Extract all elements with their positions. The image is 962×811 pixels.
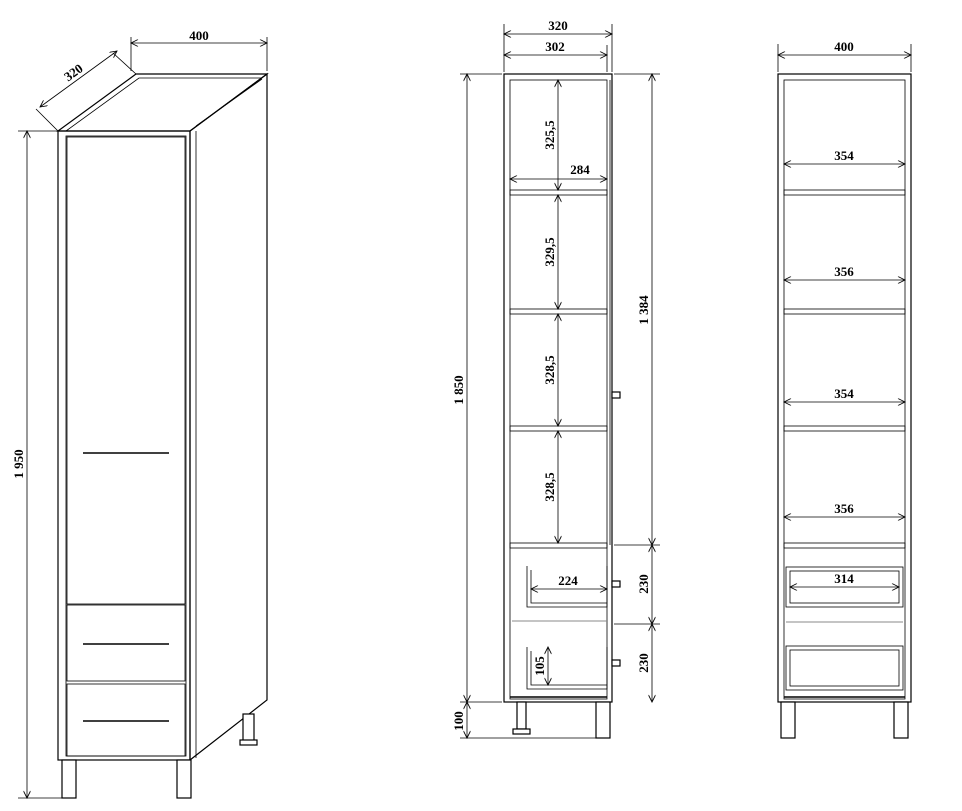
leg-back-right [242,713,255,743]
section-leg-front [516,701,527,730]
front-shelf-width-4-label: 356 [834,501,854,516]
section-shelf-4 [509,542,608,549]
cabinet-top-face [56,73,269,132]
cabinet-front-face [57,130,191,761]
section-leg-back [595,701,611,739]
section-door-handle [611,391,621,399]
section-shelf-3 [509,425,608,432]
front-shelf-width-2-label: 356 [834,264,854,279]
section-carcass-outer [503,73,613,703]
section-inner-width-label: 302 [545,39,565,54]
iso-depth-label: 320 [61,61,86,85]
section-drawer-depth-label: 224 [558,573,578,588]
section-shelf-height-2-label: 329,5 [542,237,557,267]
front-shelf-3 [783,425,906,432]
leg-front-right [176,759,192,799]
section-drawer-2-height-label: 230 [636,653,651,673]
front-leg-left [780,701,796,739]
front-view: 400 354 356 354 356 314 [777,39,912,739]
front-shelf-width-3-label: 354 [834,386,854,401]
isometric-view: 400 320 1 950 [11,28,269,799]
section-shelf-height-4-label: 328,5 [542,472,557,502]
section-shelf-height-1-label: 325,5 [542,120,557,150]
front-shelf-width-1-label: 354 [834,148,854,163]
section-total-height-label: 1 850 [451,375,466,404]
section-drawer-1-height-label: 230 [636,574,651,594]
front-shelf-4 [783,542,906,549]
front-carcass-outer [777,73,912,703]
front-drawer-2 [785,645,904,691]
cabinet-door [66,136,186,605]
front-drawer-width-label: 314 [834,571,854,586]
section-shelf-height-3-label: 328,5 [542,355,557,385]
section-upper-height-label: 1 384 [636,295,651,325]
section-drawer-2 [526,647,608,690]
section-shelf-1 [509,189,608,196]
iso-height-label: 1 950 [11,449,26,478]
section-shelf-depth-label: 284 [570,162,590,177]
lower-drawer-front [66,683,186,757]
section-shelf-2 [509,308,608,315]
front-shelf-2 [783,308,906,315]
section-leg-height-label: 100 [451,711,466,731]
leg-front-left [61,759,77,799]
front-width-label: 400 [834,39,854,54]
section-outer-width-label: 320 [548,18,568,33]
iso-width-label: 400 [189,28,209,43]
cabinet-side-face [189,72,268,762]
section-view: 320 302 1 850 100 1 384 230 230 325,5 32… [451,18,660,738]
front-leg-right [893,701,909,739]
upper-drawer-front [66,604,186,682]
section-drawer-inner-height-label: 105 [532,656,547,676]
front-shelf-1 [783,189,906,196]
front-drawer-1 [785,566,904,608]
iso-depth-dimension-line [40,51,117,107]
